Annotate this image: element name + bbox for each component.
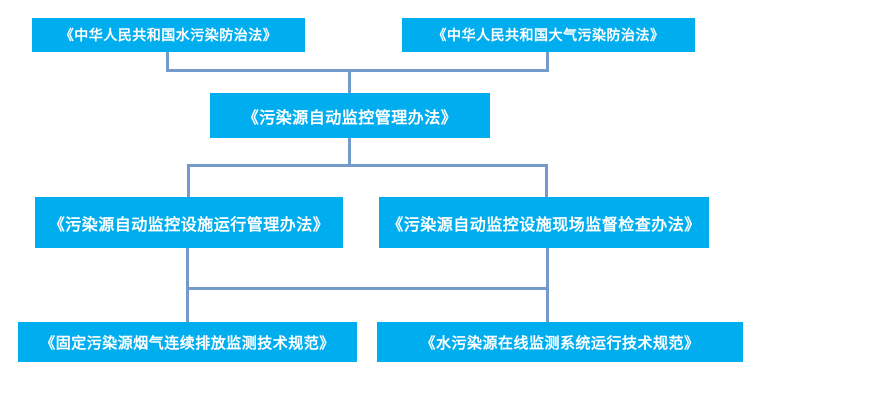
connector-to-onsite-inspection (545, 166, 548, 197)
node-water-online-monitoring-spec: 《水污染源在线监测系统运行技术规范》 (377, 322, 743, 362)
node-air-pollution-law: 《中华人民共和国大气污染防治法》 (402, 18, 695, 52)
node-auto-monitoring-measures: 《污染源自动监控管理办法》 (210, 93, 490, 138)
node-flue-gas-cems-spec: 《固定污染源烟气连续排放监测技术规范》 (18, 322, 357, 362)
connector-facility-operation-down (186, 248, 189, 322)
connector-to-auto-monitoring (348, 71, 351, 93)
node-facility-operation-measures: 《污染源自动监控设施运行管理办法》 (35, 197, 343, 248)
connector-laws-bridge (166, 69, 549, 72)
node-water-pollution-law: 《中华人民共和国水污染防治法》 (32, 18, 305, 52)
connector-to-facility-operation (187, 166, 190, 197)
connector-measures-bridge (187, 164, 548, 167)
connector-onsite-inspection-down (546, 248, 549, 322)
connector-auto-monitoring-down (348, 138, 351, 167)
connector-water-law-down (166, 52, 169, 72)
connector-air-law-down (546, 52, 549, 72)
connector-specs-bridge (186, 287, 549, 290)
node-onsite-inspection-measures: 《污染源自动监控设施现场监督检查办法》 (379, 197, 709, 248)
